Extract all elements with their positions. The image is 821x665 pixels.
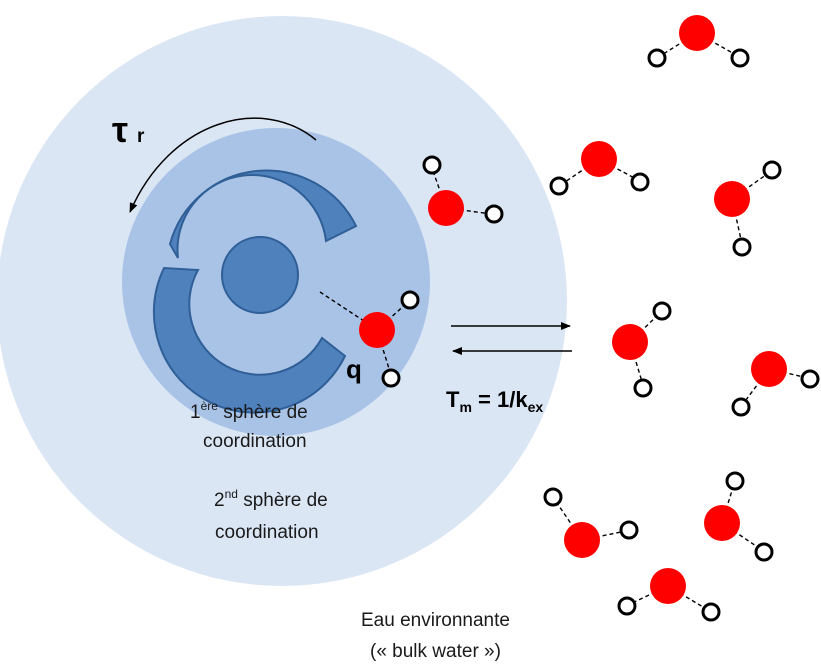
metal-center	[221, 236, 299, 314]
bulk-water-icon	[543, 487, 639, 558]
bulk-water-icon	[612, 301, 672, 398]
first-sphere-label-line2: coordination	[203, 431, 307, 452]
bulk-water-icon	[647, 15, 750, 68]
bulk-water-label-line1: Eau environnante	[361, 610, 510, 631]
ligand-arc-upper	[168, 169, 358, 259]
bulk-water-label-line2: (« bulk water »)	[370, 641, 501, 662]
coordination-bond	[319, 291, 371, 326]
ligand-arc-lower	[152, 266, 347, 414]
tm-label: Tm = 1/kex	[446, 387, 543, 415]
second-sphere-label-line1: 2nd sphère de	[214, 487, 328, 511]
bulk-water-icon	[714, 160, 782, 257]
coordinated-water-icon	[359, 290, 420, 388]
first-sphere-label-line1: 1ère sphère de	[190, 399, 308, 423]
second-sphere-label-line2: coordination	[215, 522, 319, 543]
bulk-water-icon	[549, 141, 650, 196]
bulk-water-icon	[731, 351, 820, 417]
rotation-arrow-icon	[129, 117, 317, 213]
ligand-complex	[152, 169, 358, 414]
tau-symbol: τ	[112, 109, 128, 150]
bulk-water-icon	[704, 471, 774, 562]
tau-subscript: r	[137, 126, 145, 147]
bulk-water-icon	[617, 568, 721, 622]
second-sphere-water-icon	[422, 155, 504, 226]
q-label: q	[346, 354, 362, 384]
